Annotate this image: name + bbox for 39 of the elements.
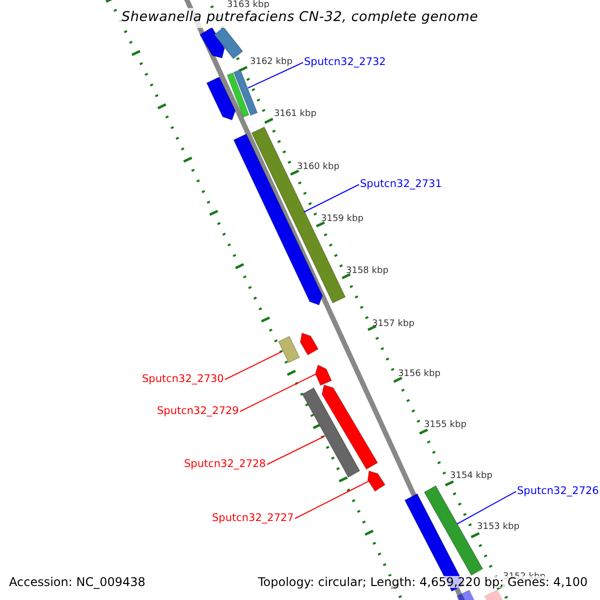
leader-line [240, 374, 316, 412]
gene-label: Sputcn32_2727 [212, 512, 294, 523]
tick-label: 3153 kbp [477, 522, 520, 532]
tick-label: 3154 kbp [450, 472, 492, 480]
gene-feature [322, 384, 378, 470]
gene-feature [314, 364, 332, 386]
tick-label: 3155 kbp [424, 420, 466, 430]
gene-label: Sputcn32_2731 [360, 178, 442, 189]
leader-line [248, 62, 304, 88]
accession-label: Accession: NC_009438 [9, 576, 146, 588]
leader-line [266, 436, 326, 465]
gene-label: Sputcn32_2732 [304, 56, 386, 67]
gene-feature [226, 72, 250, 118]
leader-line [294, 480, 370, 519]
gene-feature [206, 76, 236, 121]
gene-feature [367, 470, 386, 492]
gene-feature [233, 69, 258, 116]
gene-feature [214, 26, 244, 60]
tick-label: 3159 kbp [321, 214, 364, 224]
tick-label: 3158 kbp [346, 266, 388, 276]
leader-line [456, 491, 516, 524]
leader-line [224, 352, 282, 380]
tick-label: 3160 kbp [297, 162, 340, 172]
tick-label: 3156 kbp [398, 370, 440, 378]
gene-label: Sputcn32_2728 [184, 458, 266, 469]
gene-label: Sputcn32_2726 [517, 486, 599, 496]
gene-feature [300, 332, 319, 356]
gene-feature [302, 387, 360, 478]
tick-label: 3162 kbp [250, 58, 292, 66]
gene-feature [278, 336, 300, 364]
leader-line [304, 184, 360, 212]
tick-label: 3163 kbp [227, 1, 270, 10]
tick-label: 3161 kbp [274, 110, 316, 118]
gene-feature [251, 126, 346, 304]
gene-label: Sputcn32_2730 [142, 374, 224, 384]
gene-feature [233, 133, 323, 306]
tick-label: 3157 kbp [372, 320, 414, 328]
gene-label: Sputcn32_2729 [157, 406, 239, 416]
gene-feature [199, 26, 225, 58]
